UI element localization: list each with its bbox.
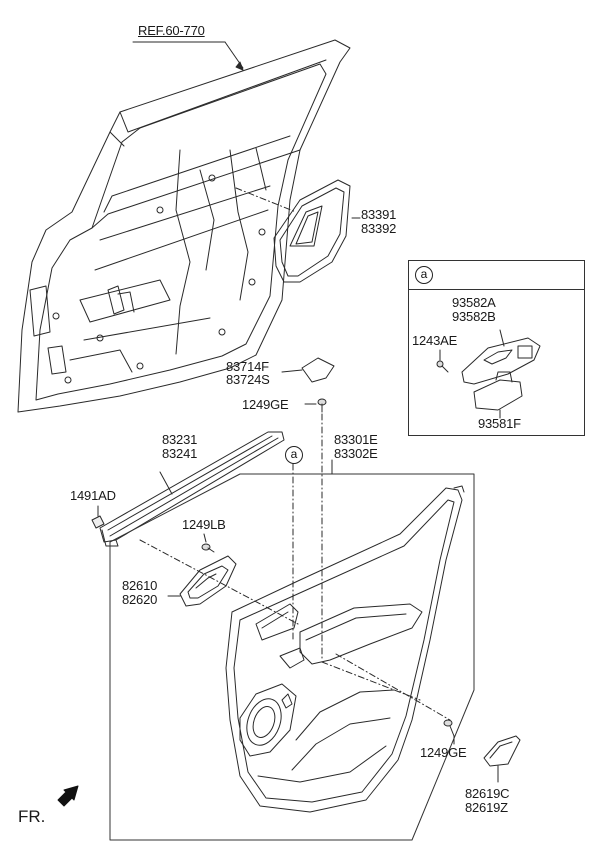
part-label-83302e: 83302E (334, 446, 378, 461)
fr-arrow-icon (57, 785, 79, 807)
inset-switch-assembly (436, 329, 541, 419)
inset-a-marker: a (415, 266, 433, 284)
front-indicator-label: FR. (18, 807, 46, 826)
part-label-82619c: 82619C (465, 786, 510, 801)
part-label-82620: 82620 (122, 592, 158, 607)
part-label-93582b: 93582B (452, 309, 496, 324)
part-label-1249ge-bottom: 1249GE (420, 745, 467, 760)
part-label-1491ad: 1491AD (70, 488, 116, 503)
sealing-cover-shape (235, 179, 361, 283)
screw-top-shape (304, 398, 327, 661)
part-label-1249lb: 1249LB (182, 517, 226, 532)
part-label-93582a: 93582A (452, 295, 496, 310)
inside-handle-shape (139, 539, 299, 625)
part-label-83391: 83391 (361, 207, 397, 222)
part-label-82610: 82610 (122, 578, 158, 593)
pocket-cover-shape (483, 735, 521, 783)
part-label-83714f: 83714F (226, 359, 269, 374)
part-label-83392: 83392 (361, 221, 397, 236)
part-label-82619z: 82619Z (465, 800, 508, 815)
part-label-1249ge-top: 1249GE (242, 397, 289, 412)
pad-shape (281, 357, 335, 383)
clip-shape (91, 505, 105, 529)
door-trim-shape (225, 485, 465, 813)
part-label-83301e: 83301E (334, 432, 378, 447)
part-label-1243ae: 1243AE (412, 333, 458, 348)
screw-bottom-shape (443, 719, 455, 745)
ref-leader (132, 41, 244, 71)
part-label-93581f: 93581F (478, 416, 521, 431)
weatherstrip-shape (99, 431, 285, 547)
part-label-83231: 83231 (162, 432, 198, 447)
door-trim-box (109, 459, 475, 841)
part-label-83724s: 83724S (226, 372, 270, 387)
callout-a-marker: a (285, 446, 303, 464)
ref-label: REF.60-770 (138, 23, 205, 38)
inset-header: a (409, 261, 584, 290)
screw-handle-shape (201, 533, 215, 553)
part-label-83241: 83241 (162, 446, 198, 461)
door-frame-body (17, 39, 351, 413)
detail-inset-a: a (408, 260, 585, 436)
